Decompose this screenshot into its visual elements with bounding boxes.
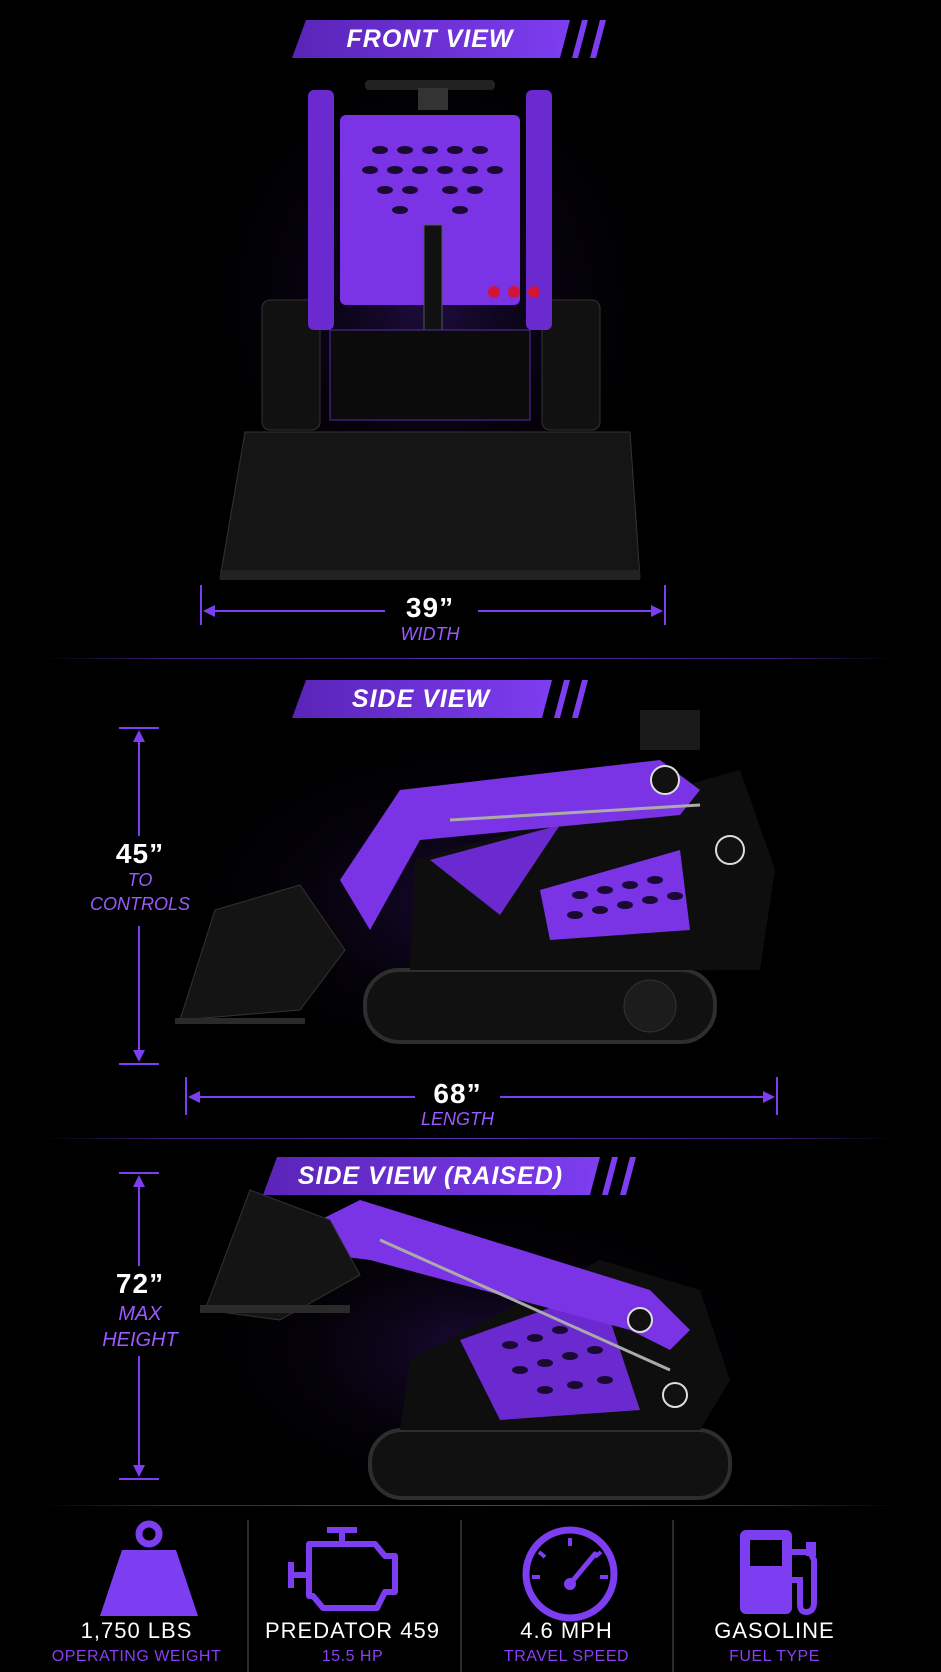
spec-speed-label: TRAVEL SPEED <box>503 1648 630 1665</box>
spec-fuel-label: FUEL TYPE <box>729 1648 820 1665</box>
spec-separator <box>672 1520 674 1672</box>
max-height-label-line1: MAX <box>118 1303 162 1325</box>
width-value: 39” <box>405 592 455 623</box>
max-height-label-line2: HEIGHT <box>102 1329 178 1351</box>
spec-engine-value: PREDATOR 459 <box>264 1618 441 1643</box>
spec-separator <box>247 1520 249 1672</box>
height-label-line2: CONTROLS <box>89 894 190 914</box>
section-divider <box>40 658 900 659</box>
width-label: WIDTH <box>400 624 460 644</box>
spec-weight-value: 1,750 LBS <box>80 1618 193 1643</box>
fuel-pump-icon <box>740 1530 817 1616</box>
width-dimension-line <box>200 585 666 625</box>
speedometer-icon <box>522 1526 618 1622</box>
section-divider <box>40 1138 900 1139</box>
engine-icon <box>288 1527 398 1611</box>
height-dimension-line <box>119 727 159 1065</box>
length-label: LENGTH <box>420 1109 494 1129</box>
max-height-value: 72” <box>115 1268 165 1299</box>
side-view-machine-image <box>160 710 800 1080</box>
side-view-title: SIDE VIEW <box>292 680 550 718</box>
length-dimension-line <box>185 1077 778 1115</box>
side-view-banner: SIDE VIEW <box>292 680 602 718</box>
height-value: 45” <box>115 838 165 869</box>
spec-speed-value: 4.6 MPH <box>520 1618 613 1643</box>
height-label-line1: TO <box>127 870 153 890</box>
spec-weight-label: OPERATING WEIGHT <box>51 1648 222 1665</box>
side-view-raised-banner: SIDE VIEW (RAISED) <box>263 1157 658 1195</box>
length-value: 68” <box>433 1078 482 1109</box>
spec-fuel-value: GASOLINE <box>714 1618 835 1643</box>
side-view-raised-machine-image <box>180 1189 780 1510</box>
front-view-machine-image <box>190 40 670 580</box>
weight-icon <box>100 1520 198 1616</box>
section-divider <box>40 1505 900 1506</box>
max-height-dimension-line <box>119 1172 159 1480</box>
spec-separator <box>460 1520 462 1672</box>
side-view-raised-title: SIDE VIEW (RAISED) <box>263 1157 598 1195</box>
spec-engine-label: 15.5 HP <box>321 1648 384 1665</box>
